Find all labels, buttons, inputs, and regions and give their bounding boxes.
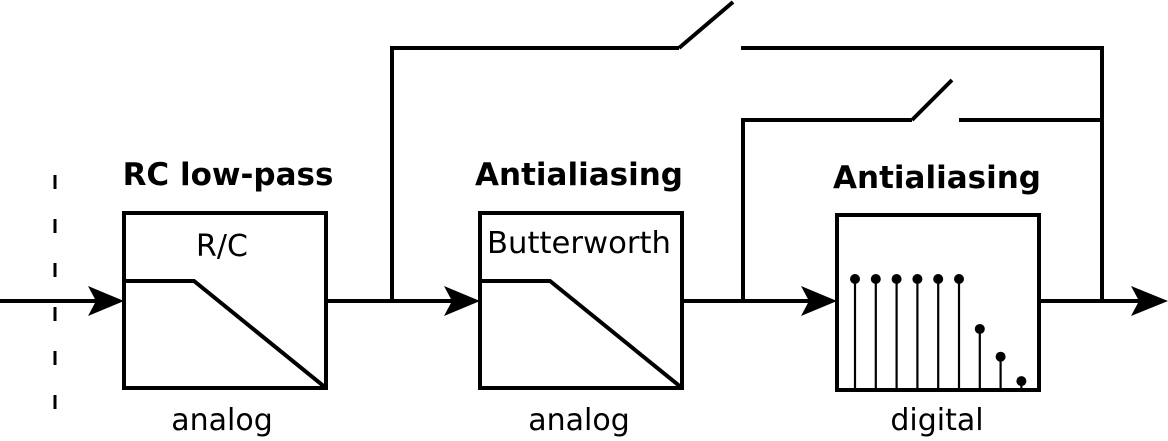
bypass-switch-all[interactable] — [677, 0, 735, 50]
bypass-path-all-right — [741, 46, 1104, 301]
lowpass-response-icon — [480, 279, 684, 390]
sample-dot — [933, 274, 944, 284]
arrow-head-icon — [1131, 286, 1168, 316]
domain-label-rc: analog — [171, 403, 273, 438]
sample-dot — [850, 274, 860, 284]
arrow-head-icon — [801, 286, 837, 316]
bypass-switch-digital[interactable] — [910, 78, 954, 122]
block-inner-label-butterworth: Butterworth — [487, 226, 671, 261]
sample-dot — [870, 274, 881, 284]
sample-dot — [995, 351, 1006, 362]
domain-label-butterworth: analog — [528, 403, 630, 438]
bypass-path-all-left — [390, 46, 679, 301]
bypass-path-digital-left — [741, 118, 912, 301]
block-title-butterworth: Antialiasing — [475, 157, 683, 193]
block-title-digital: Antialiasing — [833, 160, 1041, 196]
arrow-head-icon — [88, 286, 124, 316]
arrow-head-icon — [444, 286, 480, 316]
block-title-rc: RC low-pass — [123, 157, 334, 193]
domain-label-digital: digital — [890, 403, 983, 438]
sample-dot — [891, 274, 902, 284]
sample-dot — [1016, 376, 1027, 387]
sampled-response-icon — [850, 274, 1027, 390]
sample-dot — [954, 274, 964, 284]
sample-dot — [974, 323, 985, 334]
lowpass-response-icon — [124, 279, 328, 390]
sample-dot — [912, 274, 923, 284]
block-inner-label-rc: R/C — [196, 229, 248, 264]
